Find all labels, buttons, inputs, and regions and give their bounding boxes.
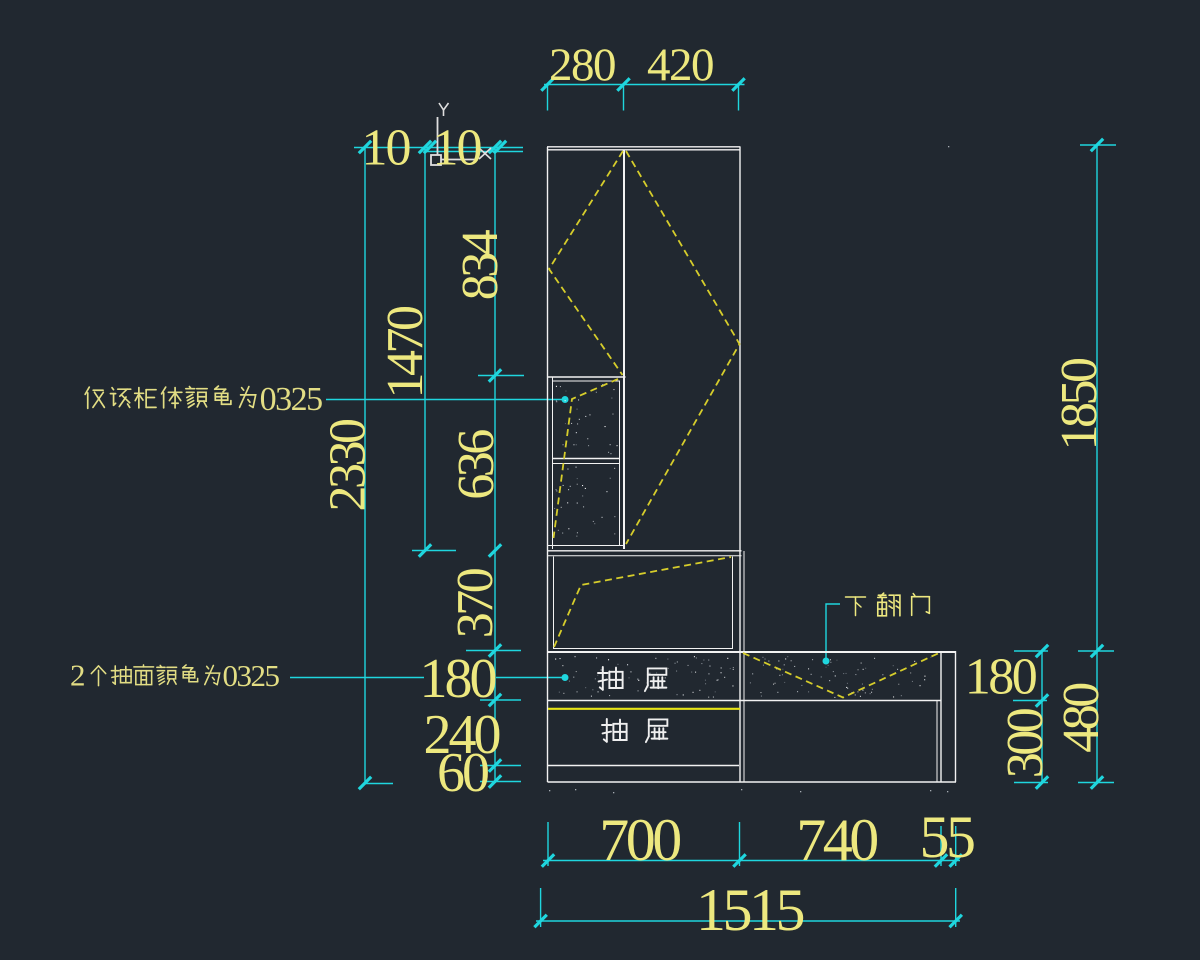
svg-text:180: 180 — [420, 648, 496, 710]
svg-text:300: 300 — [997, 708, 1054, 778]
svg-text:180: 180 — [965, 649, 1037, 706]
svg-text:1515: 1515 — [696, 877, 804, 943]
svg-text:1470: 1470 — [377, 306, 434, 399]
svg-text:280: 280 — [549, 39, 615, 91]
svg-text:480: 480 — [1053, 683, 1110, 753]
svg-text:636: 636 — [448, 430, 505, 500]
svg-text:370: 370 — [447, 568, 504, 638]
svg-text:240: 240 — [424, 704, 500, 766]
svg-text:2: 2 — [70, 658, 84, 693]
svg-text:420: 420 — [647, 39, 713, 91]
svg-text:0325: 0325 — [223, 658, 280, 693]
svg-text:740: 740 — [796, 807, 877, 873]
svg-text:1850: 1850 — [1051, 358, 1108, 451]
svg-text:55: 55 — [920, 804, 975, 870]
svg-text:834: 834 — [452, 229, 509, 300]
svg-text:10: 10 — [362, 120, 411, 177]
svg-text:0325: 0325 — [260, 381, 323, 418]
svg-text:2330: 2330 — [320, 419, 377, 512]
svg-text:60: 60 — [437, 742, 488, 804]
svg-text:10: 10 — [433, 120, 482, 177]
svg-text:700: 700 — [599, 807, 680, 873]
